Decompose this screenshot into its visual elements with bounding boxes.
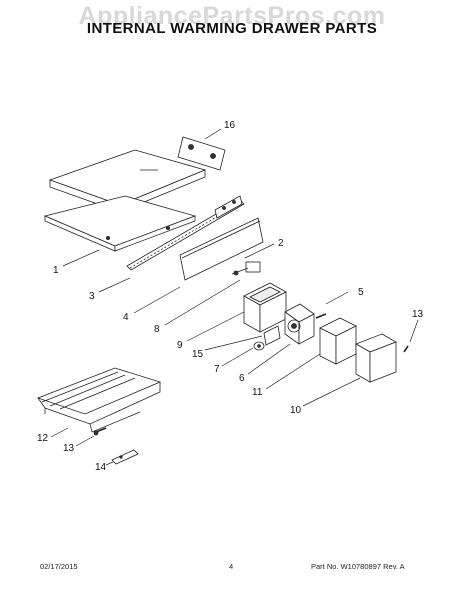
footer-page-number: 4 bbox=[229, 562, 234, 571]
callout-12: 12 bbox=[37, 433, 49, 444]
callout-15: 15 bbox=[192, 349, 204, 360]
part-15-gasket bbox=[263, 325, 281, 346]
part-1-cover-panels bbox=[43, 149, 207, 252]
callout-1: 1 bbox=[53, 265, 59, 276]
leader-lines bbox=[50, 128, 419, 466]
part-13-screw-right bbox=[403, 345, 409, 353]
footer-date: 02/17/2015 bbox=[40, 562, 78, 571]
callout-5: 5 bbox=[358, 287, 364, 298]
callout-7: 7 bbox=[214, 364, 220, 375]
callout-16: 16 bbox=[224, 120, 236, 131]
callout-13-right: 13 bbox=[412, 309, 424, 320]
footer-part-number: Part No. W10780897 Rev. A bbox=[311, 562, 405, 571]
part-2-sensor bbox=[231, 261, 261, 276]
watermark: AppliancePartsPros.com bbox=[78, 2, 386, 30]
callout-11: 11 bbox=[252, 387, 263, 398]
part-5-screw bbox=[315, 313, 327, 319]
part-6-blower bbox=[284, 303, 315, 345]
part-10-shield bbox=[355, 333, 397, 383]
callout-2: 2 bbox=[278, 238, 284, 249]
part-12-rack bbox=[36, 367, 162, 433]
part-9-housing bbox=[243, 282, 287, 333]
part-11-cover-box bbox=[319, 317, 357, 365]
callout-3: 3 bbox=[89, 291, 95, 302]
callout-14: 14 bbox=[95, 462, 107, 473]
callout-6: 6 bbox=[239, 373, 245, 384]
callout-4: 4 bbox=[123, 312, 129, 323]
part-7-washer bbox=[253, 341, 265, 351]
part-4-back-panel bbox=[179, 217, 264, 281]
callout-9: 9 bbox=[177, 340, 183, 351]
part-14-clip bbox=[111, 449, 139, 465]
callout-8: 8 bbox=[154, 324, 160, 335]
page-title: INTERNAL WARMING DRAWER PARTS bbox=[86, 20, 378, 37]
callout-labels: 16 1 3 4 2 8 9 5 15 7 6 11 10 13 12 13 1… bbox=[37, 120, 424, 473]
part-13-screw-left bbox=[93, 427, 107, 436]
part-16-bracket bbox=[177, 136, 226, 171]
callout-13-left: 13 bbox=[63, 443, 75, 454]
part-3-slide-rail bbox=[126, 195, 245, 271]
callout-10: 10 bbox=[290, 405, 302, 416]
